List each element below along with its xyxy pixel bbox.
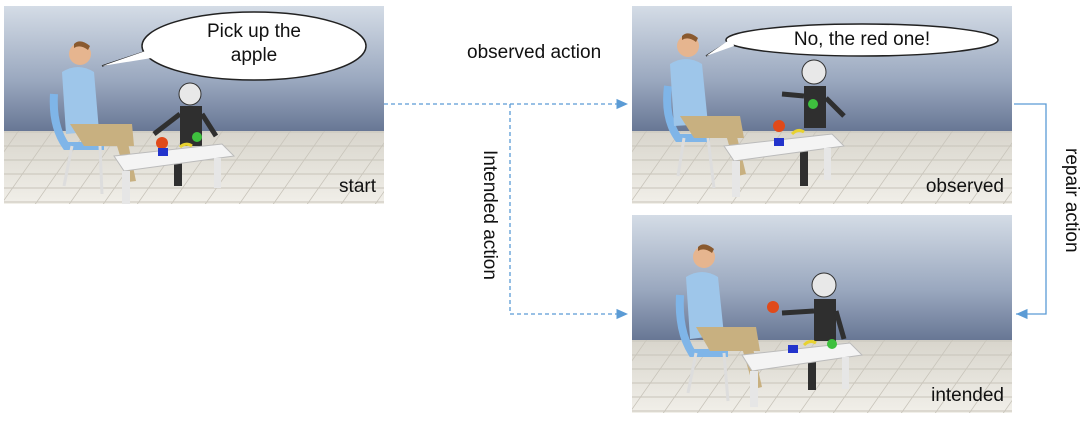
start-panel: Pick up the apple start [4, 6, 384, 204]
observed-panel: No, the red one! observed [632, 6, 1012, 204]
intended-action-arrow [509, 104, 628, 320]
speech-observed: No, the red one! [793, 29, 931, 50]
human-head [677, 35, 699, 57]
green-apple [827, 339, 837, 349]
observed-action-label: observed action [467, 42, 602, 63]
speech-start-line1: Pick up the [207, 21, 301, 42]
blue-cube [158, 148, 168, 156]
red-apple [773, 120, 785, 132]
intended-scene [632, 215, 1012, 413]
red-apple [156, 137, 168, 149]
red-apple [767, 301, 779, 313]
panel-label-observed: observed [925, 176, 1004, 197]
human-head [69, 43, 91, 65]
blue-cube [788, 345, 798, 353]
panel-label-intended: intended [931, 385, 1004, 406]
banana [790, 128, 805, 136]
start-scene [4, 6, 384, 204]
speech-bubble-observed [725, 23, 999, 57]
panel-label-start: start [339, 176, 376, 197]
speech-bubble-start [141, 11, 367, 81]
green-apple [808, 99, 818, 109]
intended-action-label: Intended action [479, 150, 500, 280]
repair-action-label: repair action [1061, 148, 1082, 253]
speech-start-line2: apple [230, 45, 278, 66]
human-head [693, 246, 715, 268]
intended-panel: intended [632, 215, 1012, 413]
green-apple [192, 132, 202, 142]
banana [179, 142, 193, 149]
blue-cube [774, 138, 784, 146]
observed-scene [632, 6, 1012, 204]
repair-action-arrow [1014, 103, 1047, 320]
banana [802, 339, 817, 347]
